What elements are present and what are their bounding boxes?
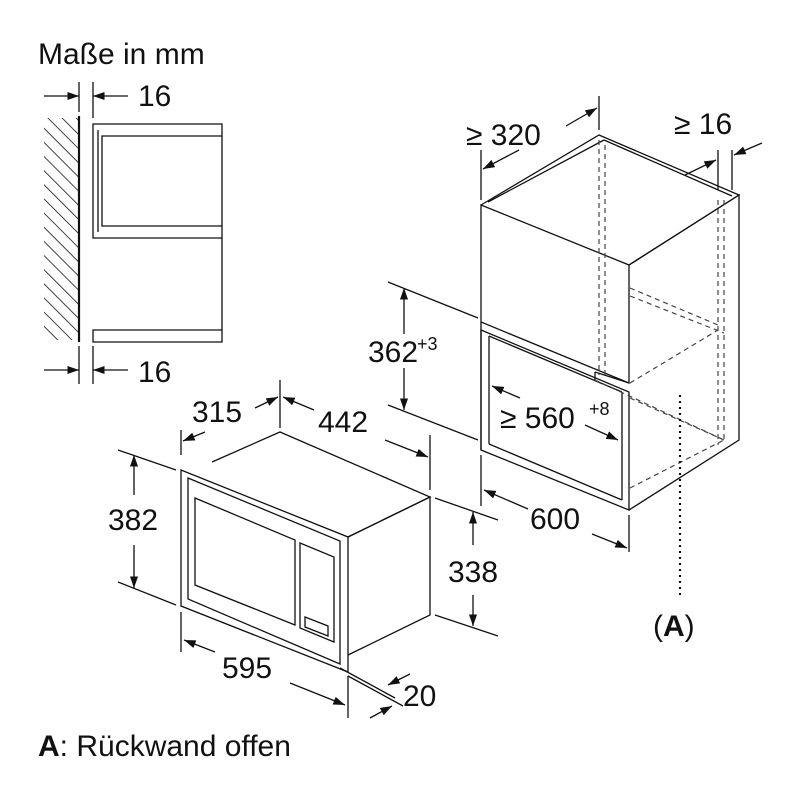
hidden-lower-back-3 (594, 379, 725, 441)
dim-app-body-ext-bottom (434, 614, 499, 637)
dim-app-width-arrow-left (282, 396, 315, 411)
hidden-shelf-back-3 (629, 329, 719, 384)
hidden-lower-back-2 (629, 439, 725, 489)
dim-depth-arrow-a (482, 149, 520, 170)
dim-height-label: 362 (368, 336, 418, 369)
dim-inner-arrow-left (491, 385, 521, 399)
dim-app-front-arrow-right (289, 682, 346, 706)
dim-app-height-ext-top (117, 449, 177, 471)
niche-cabinet: ≥ 320 ≥ 16 362 +3 ≥ 560 +8 600 (A) (368, 96, 763, 643)
cabinet-bottom-board (92, 329, 223, 343)
page-title: Maße in mm (38, 38, 205, 71)
dim-inner-width-label: ≥ 560 (500, 402, 575, 435)
dim-inner-arrow-right (584, 424, 619, 441)
cabinet-top-board (92, 123, 223, 239)
open-back-marker: (A) (653, 610, 695, 643)
dim-app-body-ext-top (434, 497, 499, 521)
appliance-body-top (211, 431, 432, 538)
dim-width-label: 600 (530, 503, 580, 536)
dim-app-depth-arrow-a (182, 431, 206, 442)
legend-description: : Rückwand offen (60, 730, 291, 763)
niche-top-inner-edge (487, 139, 605, 203)
dim-app-frame-arrow-a (387, 673, 411, 686)
dim-height-ext-top (387, 281, 479, 319)
wall-hatch (44, 118, 78, 340)
niche-bottom-inner (488, 443, 623, 501)
hidden-shelf-back-2 (629, 295, 725, 334)
appliance-control-panel (299, 542, 335, 643)
niche-lower-frame-inner (488, 335, 623, 393)
dim-depth-arrow-b (565, 107, 598, 127)
dim-app-height-ext-bottom (117, 581, 177, 606)
dim-top-label: 16 (138, 80, 171, 113)
dim-app-width-arrow-right (384, 439, 429, 458)
legend-letter: A (38, 730, 60, 763)
dim-inner-width-tolerance: +8 (589, 399, 610, 419)
appliance-front-frame (180, 469, 349, 673)
legend-text: A: Rückwand offen (38, 730, 291, 763)
dim-width-arrow-right (591, 533, 628, 549)
appliance-door-window (194, 497, 296, 626)
dim-depth-label: ≥ 320 (466, 119, 541, 152)
niche-top-inner-edge-2 (603, 139, 733, 197)
hidden-lower-back-1 (629, 397, 725, 441)
niche-upper-top (480, 134, 741, 266)
dim-app-body-height-label: 338 (448, 556, 498, 589)
dim-side-arrow-a (684, 159, 717, 176)
dim-side-label: ≥ 16 (674, 108, 732, 141)
dim-height-ext-bottom (387, 404, 479, 441)
dim-app-frame-label: 20 (403, 680, 436, 713)
dim-app-height-label: 382 (108, 504, 158, 537)
dim-app-depth-label: 315 (192, 396, 242, 429)
appliance-front-frame-inner (187, 477, 341, 665)
dim-app-frame-ext-2 (347, 675, 404, 707)
niche-right-side (628, 193, 740, 511)
dim-bottom-label: 16 (138, 356, 171, 389)
dim-side-arrow-b (733, 142, 763, 156)
side-view: 16 16 (44, 80, 223, 389)
microwave-appliance: 315 442 382 338 595 20 (108, 380, 499, 719)
dim-app-frame-ext (339, 667, 396, 699)
dim-app-front-width-label: 595 (222, 652, 272, 685)
niche-shelf-front (594, 371, 630, 384)
dim-height-tolerance: +3 (417, 334, 438, 354)
hidden-shelf-back-1 (629, 287, 719, 326)
dim-app-depth-arrow-b (254, 396, 279, 409)
dim-app-frame-arrow-b (369, 705, 393, 719)
appliance-body-side (347, 495, 431, 656)
dim-width-arrow-left (483, 489, 529, 510)
dim-app-front-arrow-left (183, 639, 216, 653)
niche-upper-front (480, 204, 630, 384)
appliance-display (304, 616, 329, 637)
dim-app-width-label: 442 (318, 406, 368, 439)
